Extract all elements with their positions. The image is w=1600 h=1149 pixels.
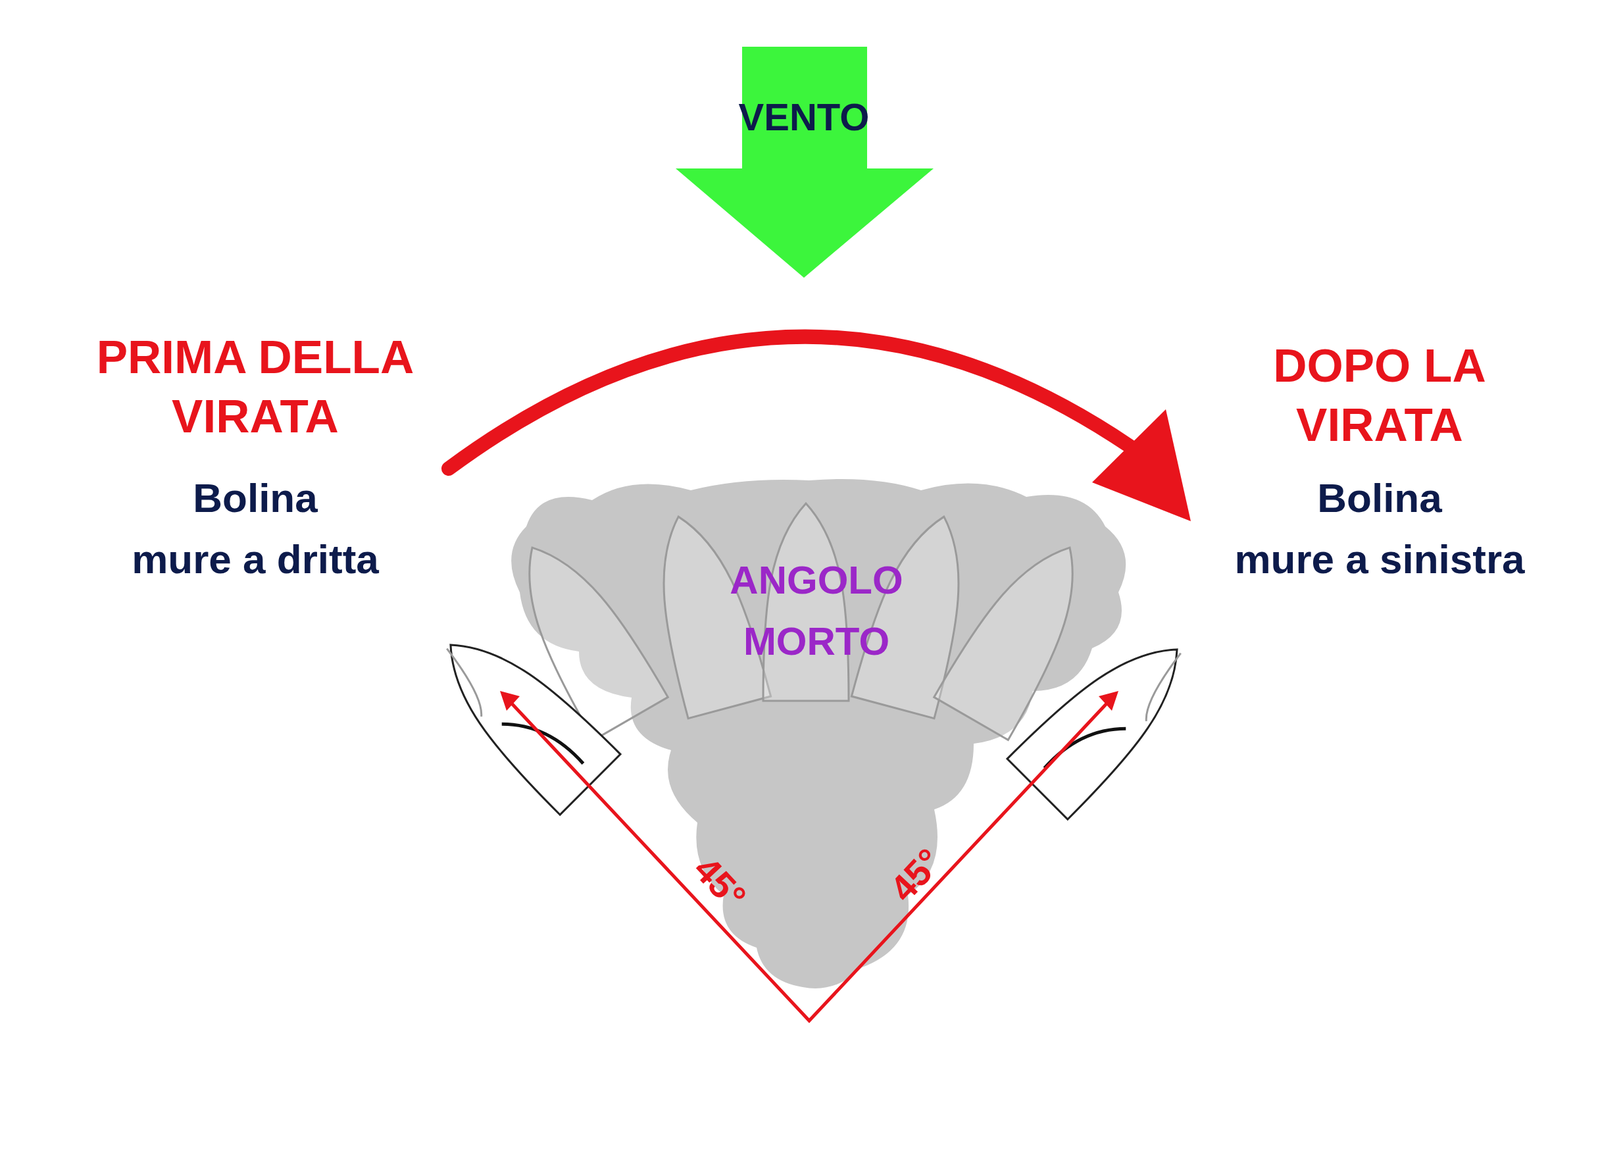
dead-angle-box: ANGOLO MORTO (723, 542, 910, 679)
before-tack-course-text: Bolina mure a dritta (131, 467, 379, 590)
boat-port-tack (1007, 619, 1208, 820)
dead-angle-text: ANGOLO MORTO (729, 549, 903, 672)
before-tack-heading-text: PRIMA DELLA VIRATA (96, 327, 415, 447)
ghost-boats (495, 503, 1108, 740)
angle-arrowhead (500, 690, 520, 711)
wind-label-box: VENTO (732, 87, 877, 147)
angle-arrowhead (1098, 690, 1119, 711)
wind-arrow (675, 46, 934, 278)
after-tack-heading-text: DOPO LA VIRATA (1273, 336, 1486, 455)
tack-arc-head (1092, 409, 1191, 522)
angle-lines (509, 701, 1109, 1021)
after-tack-course-text: Bolina mure a sinistra (1234, 467, 1525, 590)
wind-label-text: VENTO (738, 94, 870, 141)
tack-arc (448, 336, 1130, 469)
